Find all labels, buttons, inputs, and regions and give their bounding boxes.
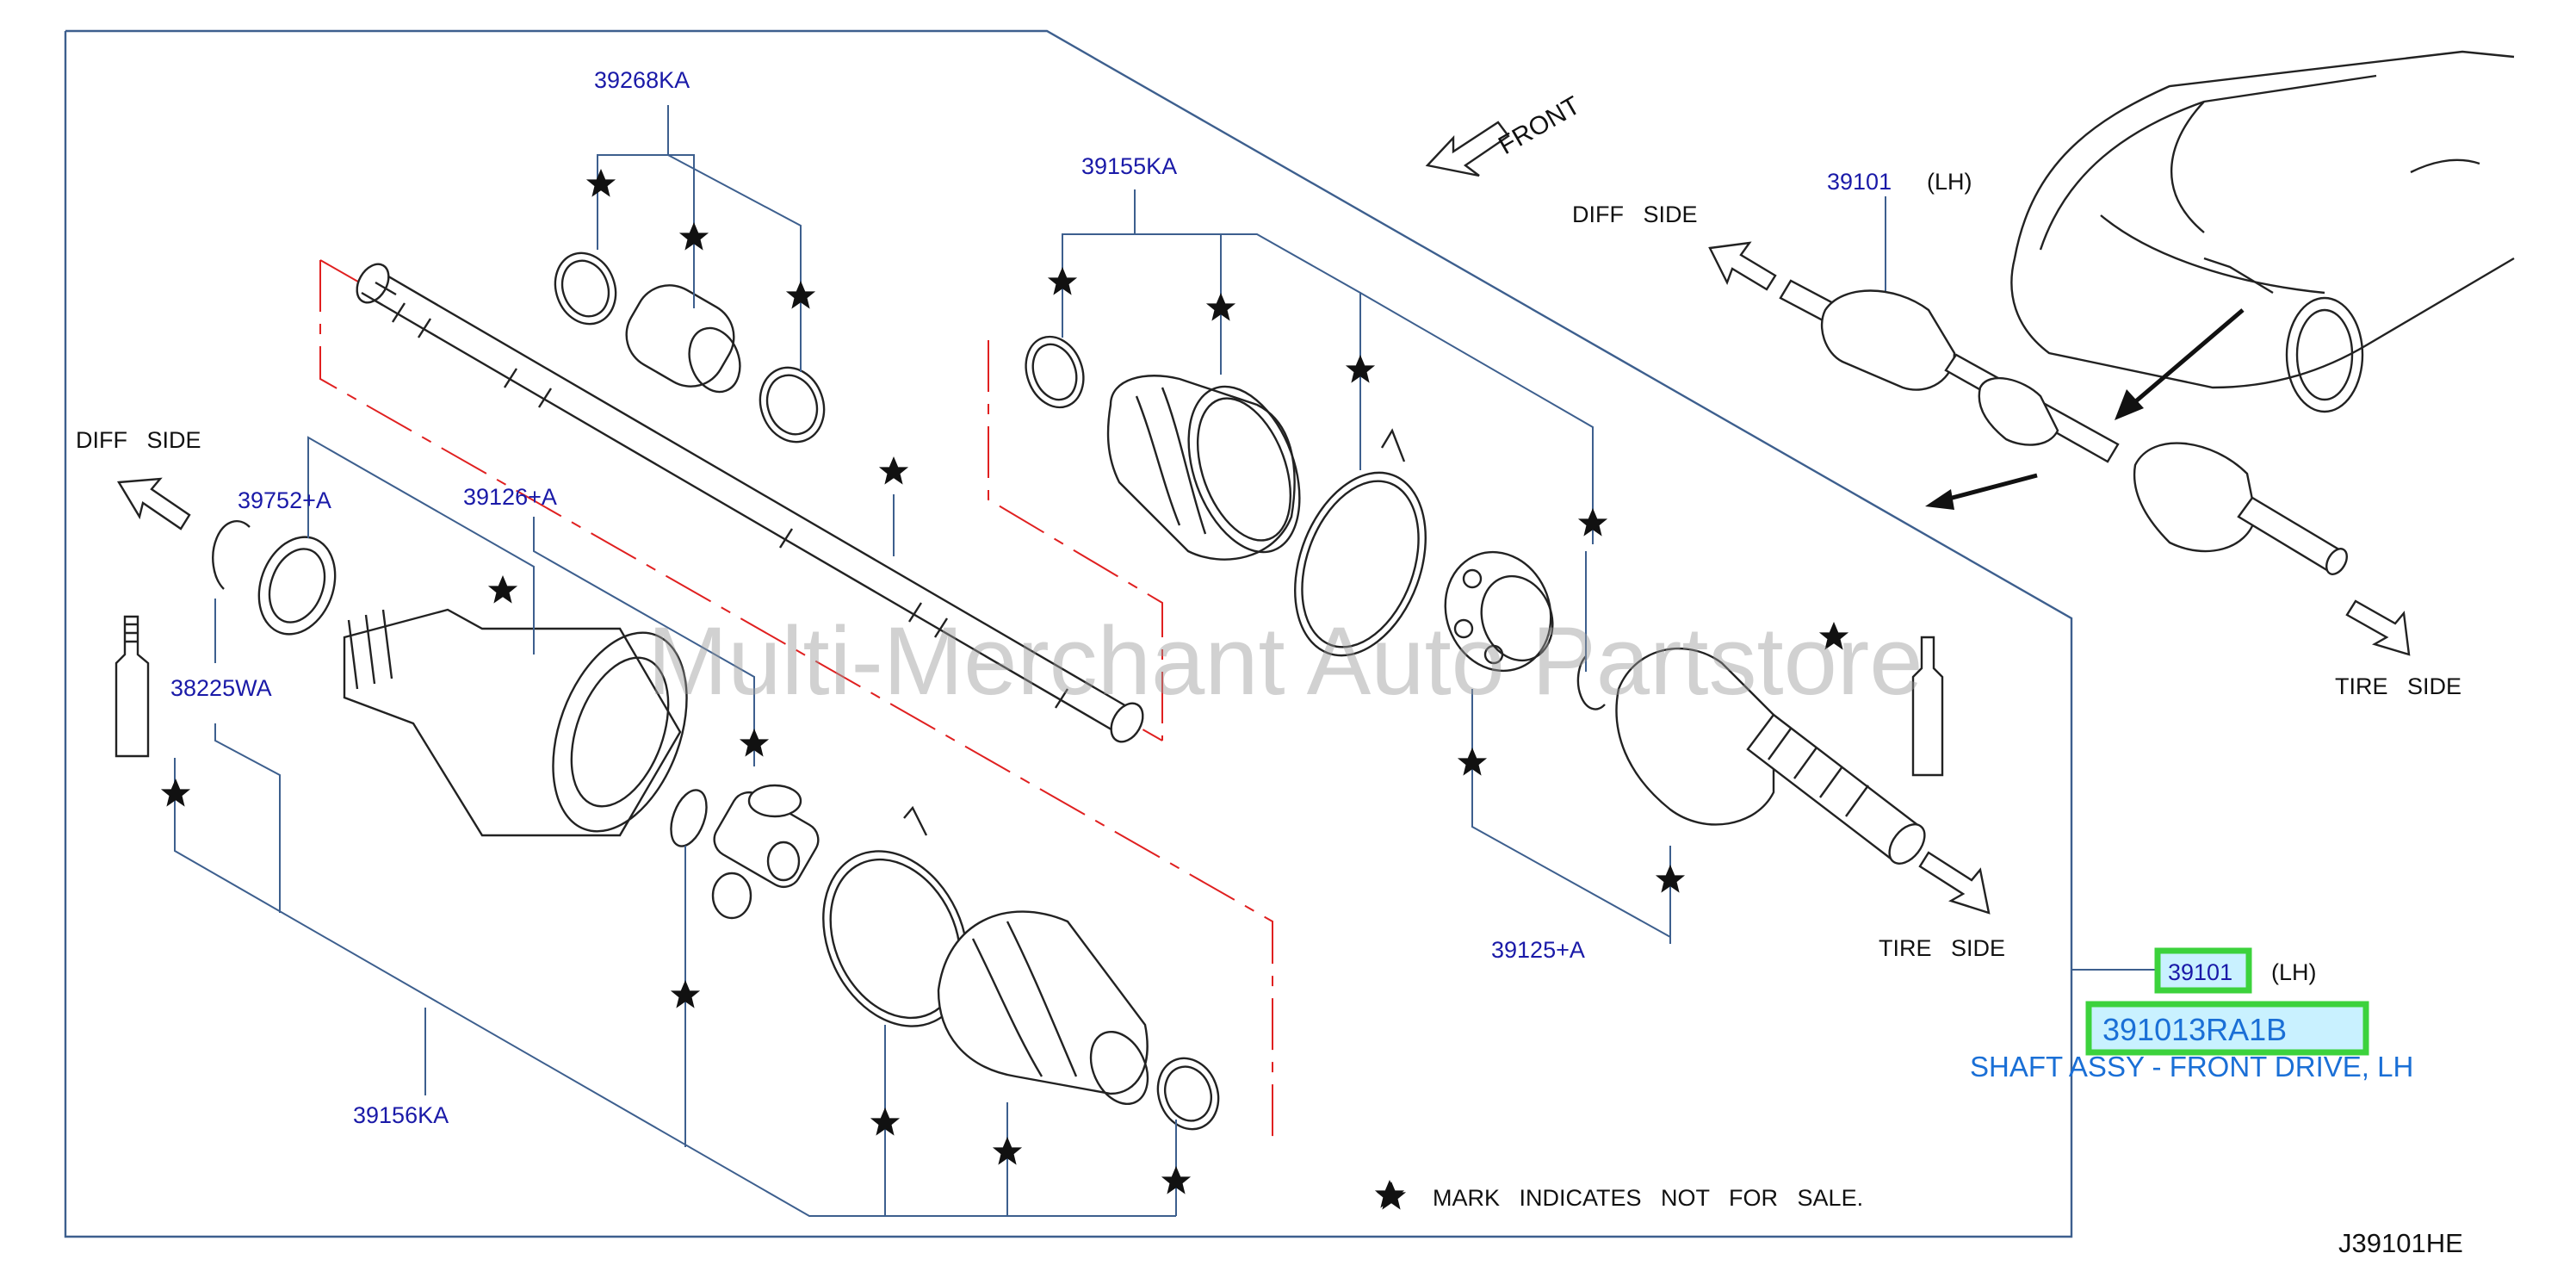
inner-boot bbox=[937, 910, 1149, 1106]
callout-39101-top[interactable]: 39101 bbox=[1827, 169, 1892, 195]
arrow-outline-icon bbox=[1708, 241, 1777, 291]
diagram-frame bbox=[64, 29, 2073, 1238]
callout-lh-box: (LH) bbox=[2271, 959, 2317, 985]
callout-39156KA[interactable]: 39156KA bbox=[353, 1102, 449, 1128]
watermark-text: Multi-Merchant Auto Partstore bbox=[647, 607, 1923, 715]
highlight-box-part-number bbox=[2085, 1001, 2369, 1056]
callout-39155KA[interactable]: 39155KA bbox=[1081, 153, 1177, 179]
diagram-code: J39101HE bbox=[2338, 1228, 2463, 1258]
drive-shaft-bar bbox=[356, 263, 1144, 743]
outer-boot bbox=[1106, 375, 1301, 561]
part-description-link[interactable]: SHAFT ASSY - FRONT DRIVE, LH bbox=[1970, 1051, 2413, 1083]
tripod-joint bbox=[711, 784, 820, 920]
arrow-outline-icon bbox=[1425, 121, 1510, 177]
tire-side-label-right: TIRE SIDE bbox=[2335, 673, 2461, 699]
boot-band-small-inner bbox=[1156, 1057, 1220, 1131]
boot-band-large bbox=[822, 805, 969, 1027]
callout-lh-top: (LH) bbox=[1927, 169, 1972, 195]
part-number-link[interactable]: 391013RA1B bbox=[2102, 1012, 2287, 1047]
callout-39125A[interactable]: 39125+A bbox=[1491, 937, 1585, 963]
boot-kit-39268KA bbox=[554, 251, 826, 444]
star-icon bbox=[585, 169, 616, 197]
grease-tube-left bbox=[115, 615, 150, 758]
arrow-outline-icon bbox=[1918, 851, 1991, 915]
highlight-box-39101 bbox=[2154, 947, 2252, 994]
ball-cage bbox=[1444, 550, 1554, 673]
outer-boot-assembly-outline bbox=[988, 340, 1163, 741]
seal-39752A bbox=[257, 536, 337, 636]
callout-38225WA[interactable]: 38225WA bbox=[170, 675, 272, 701]
snap-ring-39752A-left bbox=[212, 520, 251, 590]
diff-side-label-right: DIFF SIDE bbox=[1572, 202, 1698, 227]
vehicle-illustration bbox=[2010, 50, 2515, 413]
leader-lines bbox=[174, 105, 2159, 1217]
boot-band-small-outer bbox=[1025, 335, 1085, 409]
callout-39126A[interactable]: 39126+A bbox=[463, 484, 557, 510]
boot-band-outer-large bbox=[1294, 428, 1427, 657]
star-icon bbox=[487, 575, 518, 604]
callout-39752A[interactable]: 39752+A bbox=[238, 487, 331, 513]
arrow-outline-icon bbox=[2345, 599, 2411, 656]
star-icon bbox=[878, 456, 909, 485]
callout-39268KA[interactable]: 39268KA bbox=[594, 67, 690, 93]
front-label: FRONT bbox=[1494, 91, 1585, 160]
drive-shaft-overview bbox=[1779, 279, 2348, 575]
legend-text: MARK INDICATES NOT FOR SALE. bbox=[1433, 1185, 1863, 1211]
snap-ring-inner bbox=[670, 789, 708, 847]
tire-side-label-mid: TIRE SIDE bbox=[1879, 935, 2005, 961]
snap-ring-outer bbox=[1576, 655, 1606, 710]
star-icon bbox=[1376, 1182, 1407, 1210]
outer-cv-joint bbox=[1615, 647, 1926, 865]
grease-tube-right bbox=[1911, 636, 1944, 777]
diff-side-label-left: DIFF SIDE bbox=[76, 427, 201, 453]
arrow-outline-icon bbox=[116, 477, 191, 530]
callout-39101-highlighted[interactable]: 39101 bbox=[2168, 959, 2232, 985]
inner-joint-housing-39126A bbox=[343, 608, 688, 837]
